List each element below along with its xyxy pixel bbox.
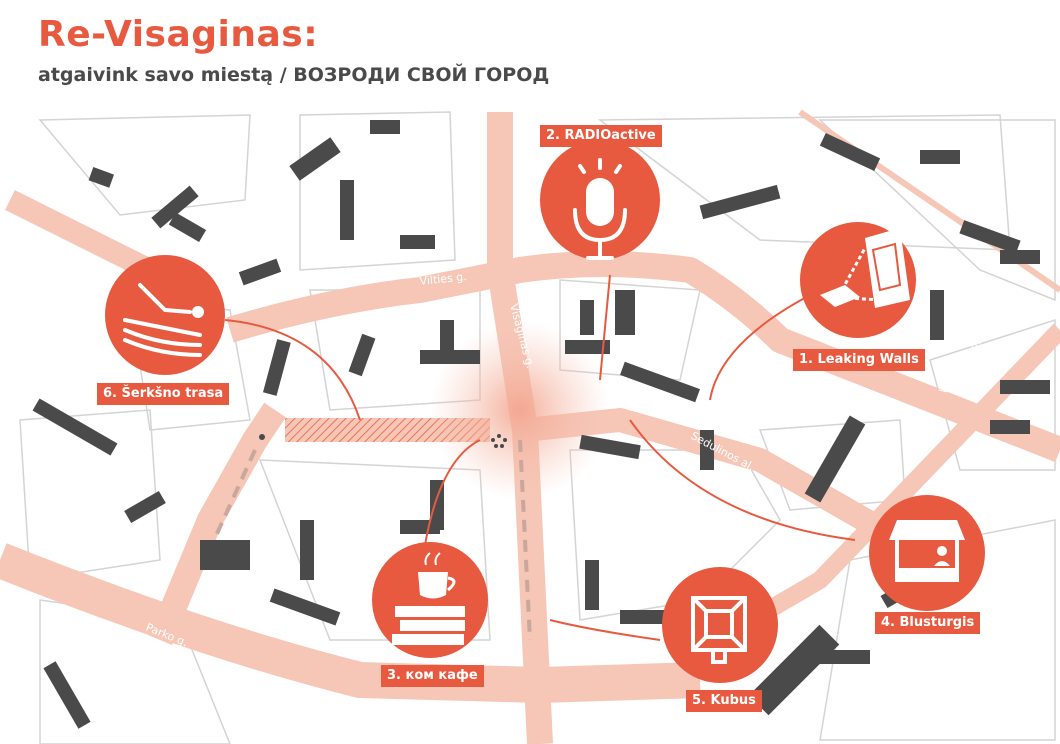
connector-lines [224, 274, 856, 641]
page-title: Re-Visaginas: [38, 14, 319, 55]
coffee-cup-icon [392, 552, 465, 645]
market-stall-icon [889, 520, 965, 582]
microphone-icon [573, 158, 627, 260]
leaking-walls-icon [820, 228, 910, 308]
cube-icon [691, 596, 747, 664]
page-subtitle: atgaivink savo miestą / ВОЗРОДИ СВОЙ ГОР… [38, 64, 550, 86]
sledding-icon [123, 283, 204, 357]
poi-label-kom-kafe[interactable]: 3. ком кафе [381, 665, 484, 687]
small-markers [259, 434, 507, 448]
poi-label-blusturgis[interactable]: 4. Blusturgis [875, 612, 981, 634]
center-glow [430, 320, 610, 500]
poi-label-leaking-walls[interactable]: 1. Leaking Walls [793, 349, 925, 371]
street-label-vilties: Vilties g. [419, 270, 467, 288]
buildings [32, 120, 1050, 729]
street-label-veteranu: Veteranų g. [937, 337, 984, 397]
poi-label-kubus[interactable]: 5. Kubus [686, 690, 762, 712]
poi-label-radioactive[interactable]: 2. RADIOactive [540, 125, 662, 147]
poi-label-serksno-trasa[interactable]: 6. Šerkšno trasa [97, 383, 230, 405]
